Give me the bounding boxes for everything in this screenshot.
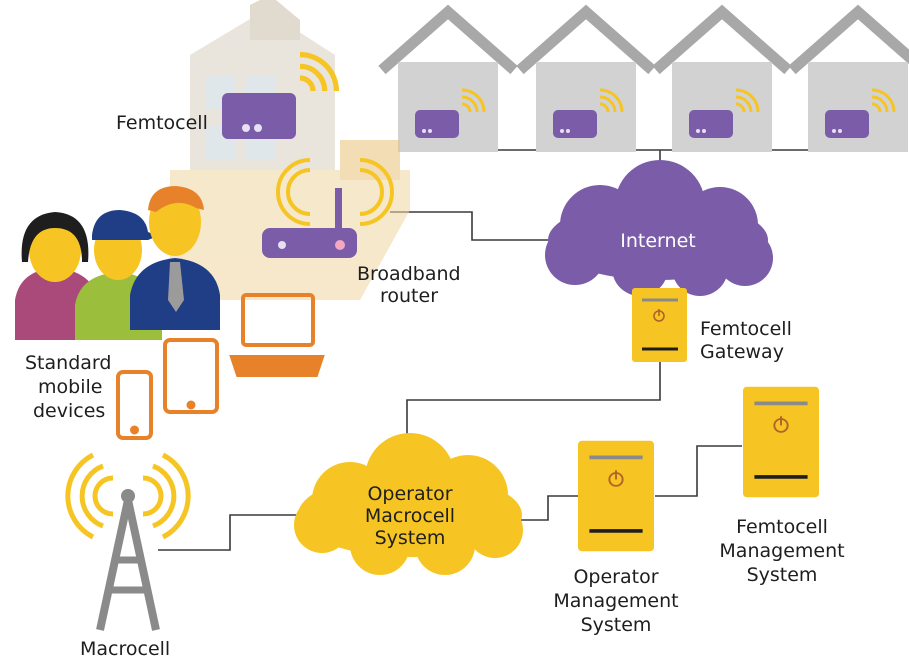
femtocell-management-label-1: Femtocell <box>736 516 828 538</box>
standard-devices-label-3: devices <box>33 400 106 422</box>
gateway-to-macrocell-line <box>406 362 661 465</box>
femtocell-management-label-3: System <box>746 564 818 586</box>
router-icon <box>262 158 394 258</box>
house-icon <box>656 12 788 152</box>
operator-management-label-3: System <box>580 614 652 636</box>
router-to-internet-line <box>390 211 548 241</box>
oms-to-fms-line <box>655 445 742 497</box>
laptop-icon <box>229 293 325 377</box>
femtocell-icon <box>222 93 296 139</box>
cloud-icon <box>545 160 773 296</box>
operator-macrocell-label-2: Macrocell <box>364 505 456 527</box>
broadband-router-label-1: Broadband <box>357 263 461 285</box>
tower-to-macrocell-system-line <box>158 514 298 551</box>
house-icon <box>520 12 652 152</box>
house-icon <box>382 12 514 152</box>
phone-icon <box>116 370 153 440</box>
operator-management-label-2: Management <box>553 590 679 612</box>
operator-macrocell-label-3: System <box>374 527 446 549</box>
operator-management-label-1: Operator <box>573 566 659 588</box>
houses-bus-line <box>449 108 868 151</box>
operator-macrocell-label-1: Operator <box>367 483 453 505</box>
tablet-icon <box>163 338 219 414</box>
standard-devices-label-1: Standard <box>25 352 112 374</box>
broadband-router-label-2: router <box>380 285 439 307</box>
macrocell-label: Macrocell <box>80 638 171 660</box>
house-icon <box>792 12 909 152</box>
macrocell-system-to-oms-line <box>510 495 578 521</box>
femtocell-label: Femtocell <box>116 112 208 134</box>
femtocell-management-label-2: Management <box>719 540 845 562</box>
standard-devices-label-2: mobile <box>38 376 103 398</box>
cloud-icon <box>294 433 523 575</box>
server-icon <box>632 288 687 362</box>
server-icon <box>741 384 821 500</box>
internet-label: Internet <box>620 230 696 252</box>
server-icon <box>576 438 656 554</box>
femtocell-gateway-label-2: Gateway <box>700 341 784 363</box>
femtocell-gateway-label-1: Femtocell <box>700 318 792 340</box>
person-icon <box>130 186 220 330</box>
tower-icon <box>65 452 191 631</box>
